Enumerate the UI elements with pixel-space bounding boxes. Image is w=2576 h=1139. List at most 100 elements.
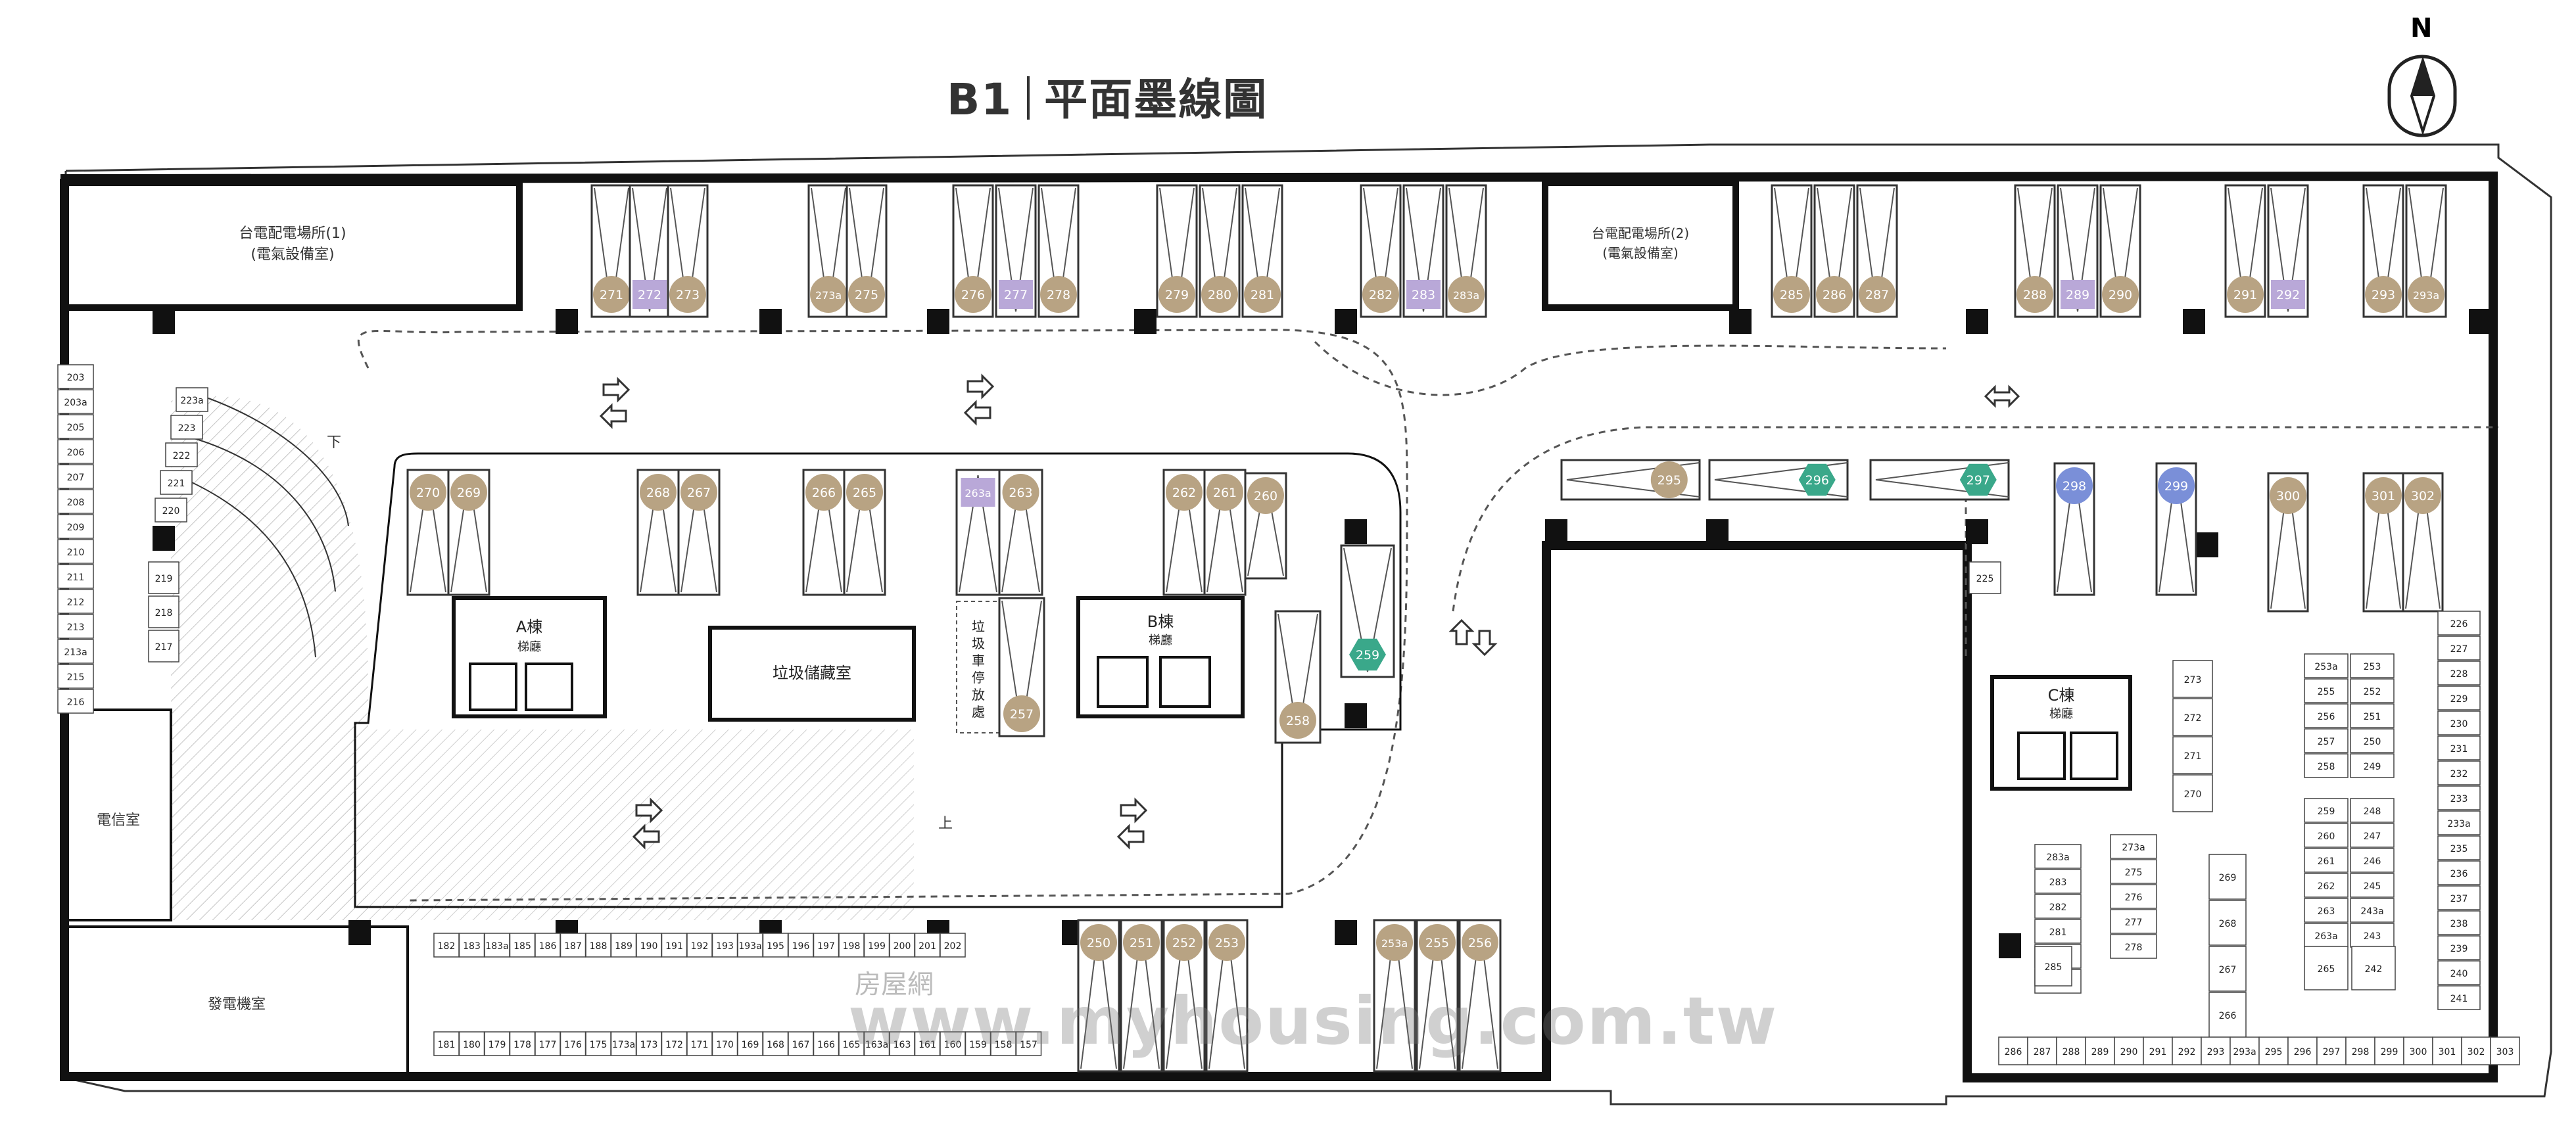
- elevator-b2: [1159, 656, 1211, 708]
- moto-number: 209: [67, 523, 85, 533]
- car-stall-271: 271: [590, 184, 632, 318]
- moto-number: 206: [67, 448, 85, 458]
- moto-number: 269: [2219, 873, 2237, 883]
- moto-number: 169: [742, 1040, 759, 1050]
- moto-stall-197: 197: [813, 933, 840, 958]
- north-label: N: [2410, 13, 2433, 43]
- moto-number: 218: [155, 608, 173, 618]
- moto-number: 223a: [180, 396, 203, 406]
- moto-stall-256: 256: [2304, 703, 2349, 728]
- car-stall-297: 297: [1869, 459, 2010, 501]
- ramp-up-label: 上: [938, 816, 953, 832]
- moto-number: 213: [67, 622, 85, 633]
- moto-stall-157: 157: [1015, 1031, 1042, 1056]
- car-stall-293a: 293a: [2405, 184, 2447, 318]
- moto-stall-252: 252: [2350, 678, 2395, 703]
- moto-number: 249: [2364, 762, 2381, 772]
- stall-number: 277: [1004, 288, 1028, 302]
- moto-stall-283: 283: [2034, 869, 2082, 894]
- moto-stall-213: 213: [57, 614, 94, 639]
- garbage-truck-3: 車: [972, 653, 985, 668]
- stall-badge: [848, 276, 885, 313]
- car-stall-296: 296: [1708, 459, 1849, 501]
- stall-number: 259: [1356, 648, 1379, 662]
- telecom-room: 電信室: [64, 709, 172, 921]
- moto-number: 182: [438, 941, 456, 952]
- moto-number: 247: [2364, 831, 2381, 842]
- moto-stall-271: 271: [2172, 736, 2213, 774]
- stall-badge: [961, 478, 995, 507]
- moto-number: 203a: [64, 398, 87, 408]
- stall-badge: [2061, 280, 2095, 309]
- moto-stall-183a: 183a: [484, 933, 510, 958]
- moto-stall-301: 301: [2432, 1036, 2462, 1065]
- moto-stall-215: 215: [57, 664, 94, 689]
- stall-number: 263a: [965, 487, 991, 500]
- elevator-b1: [1097, 656, 1149, 708]
- stall-number: 273: [676, 288, 700, 302]
- arrow-left-icon: [599, 403, 627, 429]
- moto-number: 217: [155, 642, 173, 653]
- car-stall-266: 266: [802, 469, 846, 596]
- moto-number: 287: [2034, 1047, 2051, 1058]
- moto-number: 257: [2318, 737, 2335, 747]
- moto-number: 227: [2450, 644, 2468, 655]
- moto-number: 270: [2184, 789, 2202, 800]
- moto-stall-239: 239: [2437, 935, 2481, 960]
- compass-arrow-icon: [2387, 55, 2457, 137]
- moto-stall-262: 262: [2304, 873, 2349, 898]
- moto-stall-270: 270: [2172, 774, 2213, 812]
- moto-number: 161: [918, 1040, 936, 1050]
- motorcycle-stalls: 203203a205206207208209210211212213213a21…: [57, 364, 2520, 1065]
- moto-stall-263: 263: [2304, 898, 2349, 923]
- stall-number: 261: [1213, 486, 1237, 500]
- moto-number: 200: [894, 941, 911, 952]
- moto-number: 166: [817, 1040, 835, 1050]
- moto-number: 282: [2049, 902, 2067, 913]
- car-stall-253a: 253a: [1373, 919, 1416, 1073]
- stall-badge: [669, 276, 706, 313]
- stall-badge: [999, 280, 1033, 309]
- watermark: www.myhousing.com.tw: [848, 983, 1778, 1059]
- stall-badge: [2408, 276, 2445, 313]
- stall-badge: [680, 474, 717, 511]
- stall-badge: [2158, 467, 2195, 504]
- car-stall-293: 293: [2362, 184, 2404, 318]
- substation-room-2: 台電配電場所(2) (電氣設備室): [1542, 179, 1739, 311]
- stall-badge: [1158, 276, 1195, 313]
- moto-stall-247: 247: [2350, 823, 2395, 848]
- moto-stall-182: 182: [433, 933, 460, 958]
- stall-number: 298: [2063, 479, 2086, 494]
- moto-number: 266: [2219, 1011, 2237, 1021]
- moto-stall-296: 296: [2287, 1036, 2318, 1065]
- moto-stall-159: 159: [965, 1031, 991, 1056]
- car-stall-262: 262: [1162, 469, 1206, 596]
- stall-badge: [1206, 474, 1243, 511]
- moto-stall-259: 259: [2304, 798, 2349, 823]
- moto-stall-243a: 243a: [2350, 898, 2395, 923]
- moto-number: 191: [665, 941, 683, 952]
- lobby-b-name: B棟: [1147, 613, 1174, 631]
- stall-number: 283: [1412, 288, 1435, 302]
- moto-stall-173a: 173a: [610, 1031, 637, 1056]
- moto-number: 190: [640, 941, 658, 952]
- stall-number: 285: [1780, 288, 1803, 302]
- moto-number: 248: [2364, 806, 2381, 817]
- stall-badge: [1002, 474, 1039, 511]
- moto-number: 203: [67, 373, 85, 383]
- stall-number: 260: [1254, 489, 1277, 503]
- garbage-storage-label: 垃圾儲藏室: [773, 664, 851, 682]
- outer-wall: [60, 171, 2498, 1082]
- moto-stall-293: 293: [2201, 1036, 2231, 1065]
- moto-number: 300: [2410, 1047, 2427, 1058]
- stall-badge: [805, 474, 842, 511]
- moto-number: 173: [640, 1040, 658, 1050]
- moto-stall-195: 195: [762, 933, 789, 958]
- moto-stall-223: 223: [170, 415, 203, 440]
- site-boundary: [64, 143, 2552, 1105]
- car-stall-252: 252: [1162, 919, 1206, 1073]
- moto-stall-172: 172: [661, 1031, 688, 1056]
- moto-stall-269: 269: [2208, 854, 2247, 900]
- stall-number: 266: [812, 486, 836, 500]
